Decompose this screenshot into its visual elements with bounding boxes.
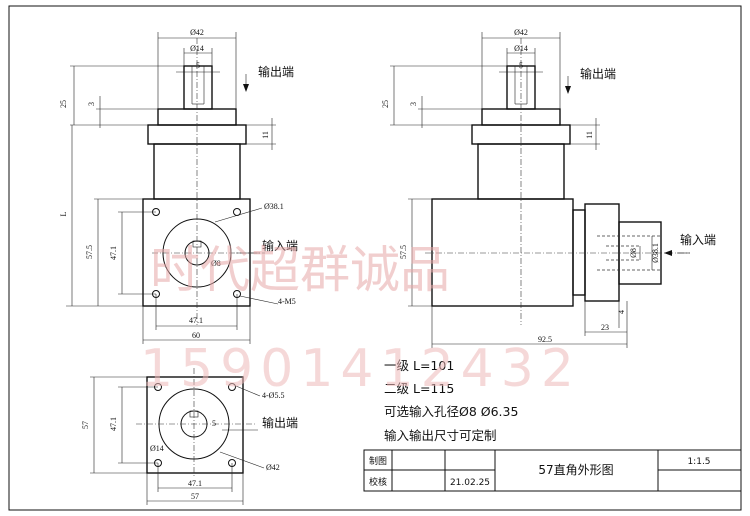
bottom-dim-shaft-dia: Ø14 [150,444,164,453]
title-drawing-name: 57直角外形图 [538,463,613,477]
side-dim-shaft-len: 25 [381,100,390,108]
side-label-input: 输入端 [680,232,716,247]
title-block: 制图 校核 21.02.25 57直角外形图 1:1.5 [363,449,742,492]
side-label-output: 输出端 [580,66,616,81]
bottom-dim-holes: 4-Ø5.5 [262,391,284,400]
front-dim-flange: 11 [261,131,270,139]
note-2: 二级 L=115 [384,381,454,396]
notes: 一级 L=101 二级 L=115 可选输入孔径Ø8 Ø6.35 输入输出尺寸可… [384,358,518,443]
side-view: Ø42 Ø14 5 输出端 25 3 11 57.5 Ø8 Ø38.1 输入端 [381,28,716,348]
title-checked-by: 校核 [369,476,387,488]
side-dim-shoulder: 3 [409,102,418,106]
front-dim-hole-spacing-h: 47.1 [189,316,203,325]
side-dim-925: 92.5 [538,335,552,344]
title-date: 21.02.25 [450,478,490,488]
watermark: 时代超群诚品 15901412432 [140,241,581,399]
front-dim-key-width: 5 [196,61,200,70]
side-dim-bore-small: Ø8 [629,248,638,258]
bottom-label-output: 输出端 [262,415,298,430]
bottom-dim-output-dia: Ø42 [266,463,280,472]
front-output-shaft [183,65,213,110]
bottom-dim-size-h: 57 [191,492,199,501]
front-dim-shoulder: 3 [87,102,96,106]
watermark-phone: 15901412432 [140,339,581,399]
title-made-by: 制图 [369,455,387,467]
front-dim-width: 60 [192,331,200,340]
front-dim-output-dia: Ø42 [190,28,204,37]
bottom-square [146,376,244,474]
front-dim-total: L [59,211,68,216]
note-4: 输入输出尺寸可定制 [384,428,497,443]
side-input-adapter [584,203,620,302]
bottom-view: 4-Ø5.5 47.1 57 输出端 5 Ø14 Ø42 47.1 57 [81,368,298,505]
side-dim-4: 4 [617,310,626,314]
side-dim-23: 23 [601,323,609,332]
side-dim-output-dia: Ø42 [514,28,528,37]
bottom-dim-size-v: 57 [81,421,90,429]
watermark-company: 时代超群诚品 [150,241,450,299]
bottom-dim-hole-spacing-v: 47.1 [109,417,118,431]
front-dim-height: 57.5 [85,245,94,259]
side-dim-height: 57.5 [399,245,408,259]
bottom-dim-hole-spacing-h: 47.1 [188,479,202,488]
front-dim-thread: 4-M5 [278,297,296,306]
side-dim-key-width: 5 [519,61,523,70]
front-dim-input-bore: Ø38.1 [264,202,284,211]
side-dim-input-bore: Ø38.1 [651,243,660,263]
bottom-dim-key: 5 [212,419,216,428]
front-dim-bore-small: Ø8 [211,259,221,268]
front-dim-shaft-dia: Ø14 [190,44,204,53]
note-1: 一级 L=101 [384,358,454,373]
front-label-input: 输入端 [262,238,298,253]
front-dim-shaft-len: 25 [59,100,68,108]
front-input-square [142,198,251,307]
sheet-border [8,5,742,511]
note-3: 可选输入孔径Ø8 Ø6.35 [384,404,518,419]
side-dim-shaft-dia: Ø14 [514,44,528,53]
title-scale: 1:1.5 [687,457,710,467]
front-view: Ø42 Ø14 5 输出端 25 3 11 L 57.5 [59,28,298,344]
front-label-output: 输出端 [258,64,294,79]
front-dim-hole-spacing: 47.1 [109,246,118,260]
side-dim-flange: 11 [585,131,594,139]
side-body [431,198,574,307]
